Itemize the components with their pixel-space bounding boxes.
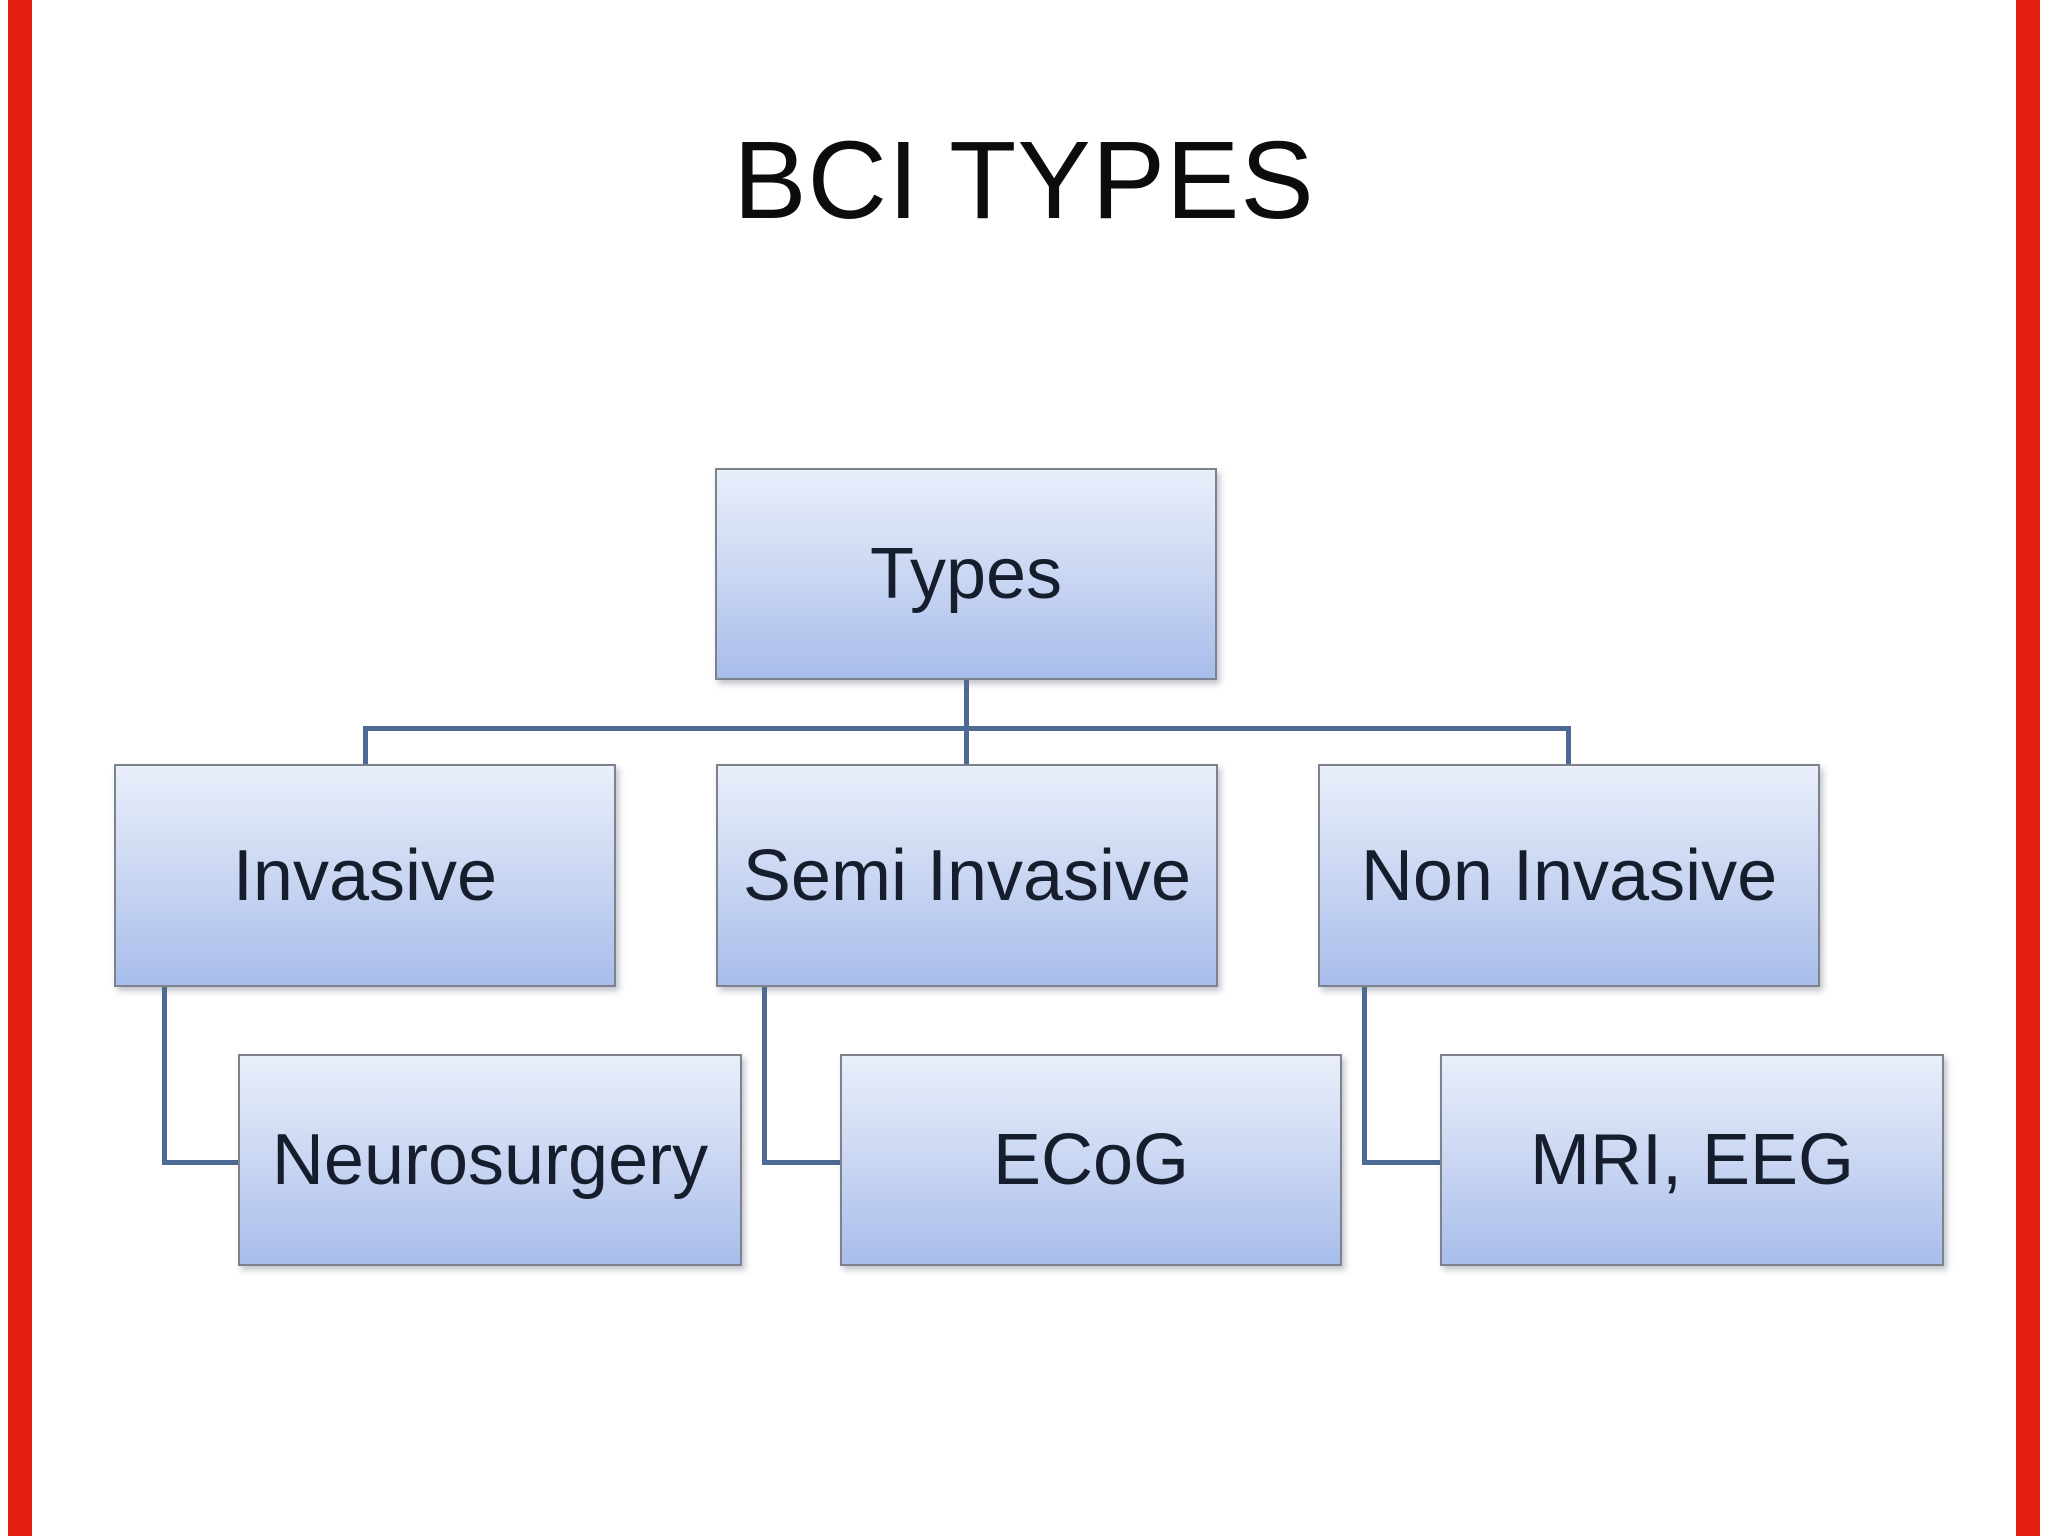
node-neurosurgery: Neurosurgery [238, 1054, 742, 1266]
node-types: Types [715, 468, 1217, 680]
node-non-invasive-label: Non Invasive [1360, 835, 1778, 916]
connector-horizontal-bar [363, 726, 1571, 731]
connector-invasive-elbow-v [162, 985, 167, 1165]
connector-semi-elbow-v [762, 985, 767, 1165]
node-ecog-label: ECoG [992, 1120, 1190, 1200]
connector-types-trunk [964, 678, 969, 766]
left-red-bar [8, 0, 32, 1536]
node-types-label: Types [869, 534, 1063, 614]
connector-drop-non-invasive [1566, 726, 1571, 766]
node-invasive: Invasive [114, 764, 616, 987]
slide-title: BCI TYPES [733, 119, 1315, 242]
connector-invasive-elbow-h [162, 1160, 242, 1165]
connector-semi-elbow-h [762, 1160, 844, 1165]
right-red-bar [2016, 0, 2040, 1536]
node-non-invasive: Non Invasive [1318, 764, 1820, 987]
node-mri-eeg: MRI, EEG [1440, 1054, 1944, 1266]
node-semi-invasive: Semi Invasive [716, 764, 1218, 987]
node-ecog: ECoG [840, 1054, 1342, 1266]
node-neurosurgery-label: Neurosurgery [271, 1120, 709, 1200]
connector-drop-invasive [363, 726, 368, 766]
node-invasive-label: Invasive [232, 835, 498, 916]
connector-non-elbow-h [1362, 1160, 1444, 1165]
node-mri-eeg-label: MRI, EEG [1529, 1120, 1855, 1200]
node-semi-invasive-label: Semi Invasive [742, 835, 1192, 916]
connector-non-elbow-v [1362, 985, 1367, 1165]
